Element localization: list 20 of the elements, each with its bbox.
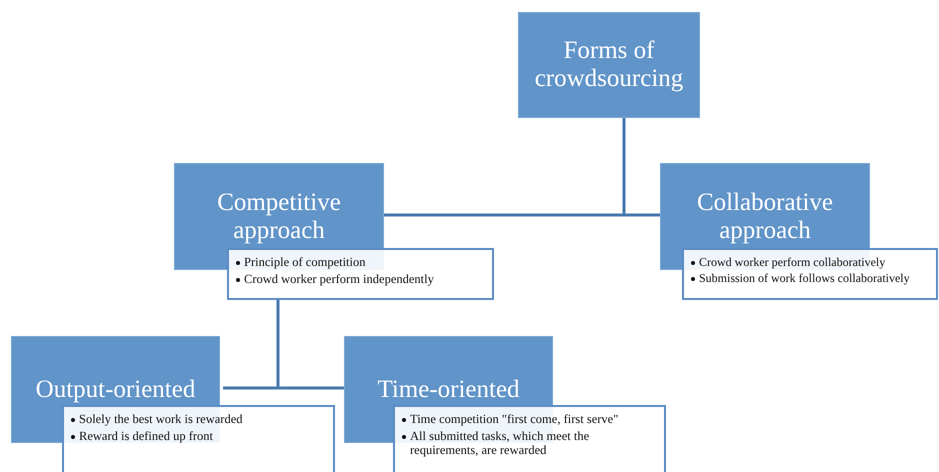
- bullet-item: Reward is defined up front: [79, 430, 214, 444]
- description-box: [393, 405, 666, 472]
- category-box: [518, 12, 700, 118]
- bullet-item: All submitted tasks, which meet the requirements, are rewarded: [410, 430, 590, 458]
- description-box: [682, 248, 938, 300]
- description-box: [227, 248, 494, 300]
- connector-line: [622, 118, 660, 216]
- box-title: Forms of crowdsourcing: [534, 37, 684, 93]
- box-title: Collaborative approach: [696, 188, 834, 244]
- box-title: Time-oriented: [377, 376, 520, 404]
- box-title: Output-oriented: [36, 376, 196, 404]
- bullet-item: Submission of work follows collaboratively: [699, 272, 911, 286]
- bullet-item: Crowd worker perform collaboratively: [699, 256, 886, 270]
- bullet-item: Time competition "first come, first serve": [410, 413, 620, 427]
- bullet-item: Principle of competition: [244, 256, 367, 270]
- description-box: [62, 405, 335, 472]
- box-title: Competitive approach: [216, 188, 342, 244]
- connector-line: [276, 300, 344, 390]
- bullet-item: Solely the best work is rewarded: [79, 413, 244, 427]
- bullet-item: Crowd worker perform independently: [244, 272, 435, 286]
